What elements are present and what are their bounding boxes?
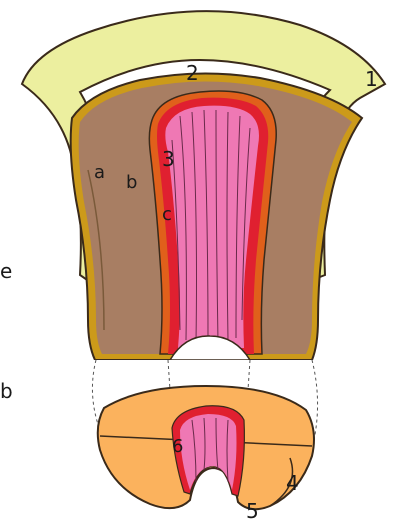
section-gap xyxy=(80,360,330,380)
label-6-cervical-mucosa: 6 xyxy=(172,436,183,457)
label-4-cervix-wall: 4 xyxy=(286,471,299,495)
label-b-edge: b xyxy=(0,379,13,403)
label-b-stratum: b xyxy=(126,172,137,193)
label-5-adventitia: 5 xyxy=(246,499,259,520)
label-2-myometrium: 2 xyxy=(186,61,199,85)
label-e-edge: e xyxy=(0,259,12,283)
label-1-perimetrium: 1 xyxy=(365,67,378,91)
label-a-stratum: a xyxy=(94,162,105,183)
label-c-stratum: c xyxy=(162,204,172,225)
label-3-endometrium: 3 xyxy=(162,147,175,171)
